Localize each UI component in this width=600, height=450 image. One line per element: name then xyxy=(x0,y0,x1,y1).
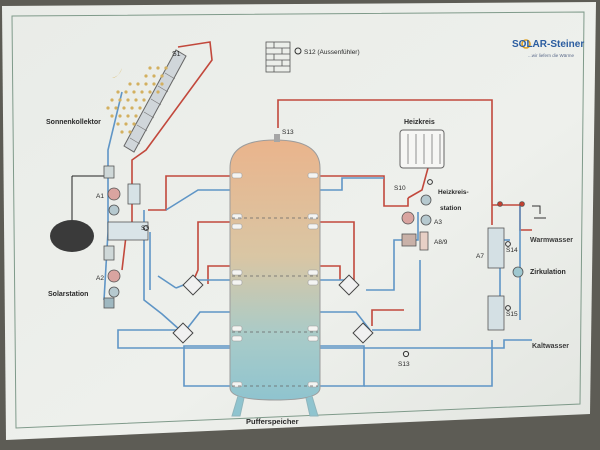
tank-leg-right xyxy=(305,395,319,417)
label-s10: S10 xyxy=(394,185,406,192)
label-s13-bottom: S13 xyxy=(398,361,410,368)
label-a7: A7 xyxy=(476,253,484,260)
cold-pipes xyxy=(103,91,532,387)
label-a2: A2 xyxy=(96,275,104,282)
label-pufferspeicher: Pufferspeicher xyxy=(246,417,299,426)
label-a89: A8/9 xyxy=(434,239,448,246)
fresh-water-station xyxy=(487,201,525,331)
label-s1: S1 xyxy=(172,51,181,58)
solar-collector xyxy=(123,49,187,153)
label-kaltwasser: Kaltwasser xyxy=(532,343,569,350)
tank-leg-left xyxy=(231,395,245,417)
poster-border xyxy=(11,11,585,429)
buffer-tank xyxy=(229,134,321,417)
mixing-valve-icon xyxy=(172,274,374,344)
solar-station xyxy=(103,165,149,309)
pump-icon xyxy=(107,187,121,201)
label-a1: A1 xyxy=(96,193,104,200)
label-zirkulation: Zirkulation xyxy=(530,269,566,276)
label-s13-top: S13 xyxy=(282,129,294,136)
label-heizkreisstation-1: Heizkreis- xyxy=(438,189,469,196)
label-solarstation: Solarstation xyxy=(48,291,88,298)
label-warmwasser: Warmwasser xyxy=(530,237,573,244)
hot-pipes xyxy=(121,41,532,326)
brick-wall-icon xyxy=(265,41,291,73)
tank-body xyxy=(229,139,321,401)
label-s3: S3 xyxy=(141,225,149,232)
shower-icon xyxy=(532,205,546,219)
sensor-icons xyxy=(143,179,511,358)
heat-circuit-station xyxy=(401,194,432,251)
brand-name: SOLAR-Steiner xyxy=(512,39,584,50)
sensor-s12-icon xyxy=(294,47,302,55)
brand-logo xyxy=(521,39,531,49)
sun-rays xyxy=(106,66,168,134)
label-s15: S15 xyxy=(506,311,518,318)
label-a3: A3 xyxy=(434,219,442,226)
brand-tagline: ...wir liefern die Wärme xyxy=(528,53,575,58)
tank-top-sensor xyxy=(274,134,280,142)
label-s14: S14 xyxy=(506,247,518,254)
label-s12: S12 (Aussenfühler) xyxy=(304,49,360,56)
label-sonnenkollektor: Sonnenkollektor xyxy=(46,119,101,126)
label-heizkreisstation-2: station xyxy=(440,205,461,212)
label-heizkreis: Heizkreis xyxy=(404,119,435,126)
radiator-icon xyxy=(399,129,445,169)
expansion-vessel-icon xyxy=(50,175,104,252)
